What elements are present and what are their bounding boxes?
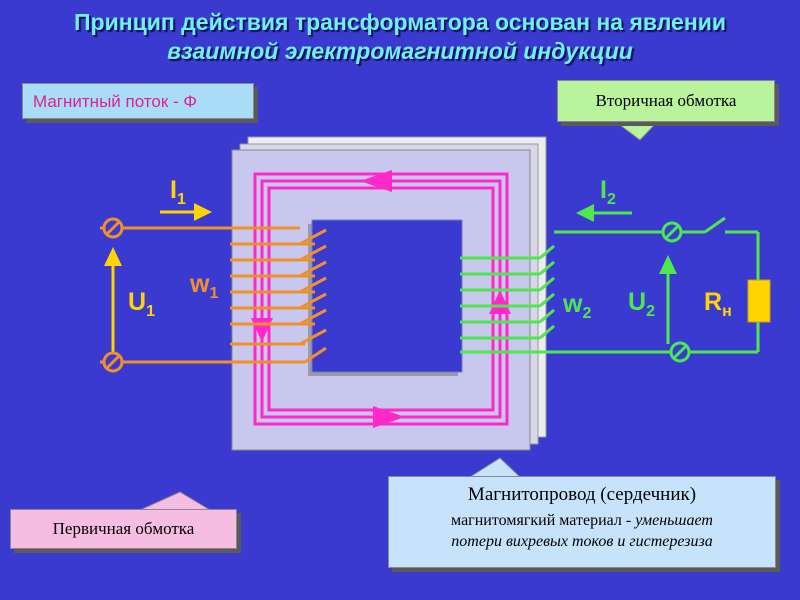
primary-winding xyxy=(100,226,327,364)
primary-current-arrow xyxy=(194,203,212,221)
core-callout-description: магнитомягкий материал - уменьшает потер… xyxy=(451,512,713,550)
core-callout-title: Магнитопровод (сердечник) xyxy=(467,484,697,505)
secondary-current-arrow xyxy=(576,204,594,222)
primary-terminals xyxy=(102,217,124,373)
core-window xyxy=(311,219,463,373)
label-w1: w1 xyxy=(190,270,219,302)
core-callout: Магнитопровод (сердечник) магнитомягкий … xyxy=(388,476,776,568)
title-line-2: взаимной электромагнитной индукции xyxy=(167,38,633,64)
secondary-winding-callout: Вторичная обмотка xyxy=(557,80,775,122)
title-line-1: Принцип действия трансформатора основан … xyxy=(74,9,726,35)
label-I2: I2 xyxy=(600,176,616,208)
secondary-winding xyxy=(460,216,760,354)
load-resistor xyxy=(747,279,771,323)
label-U2: U2 xyxy=(628,288,655,320)
secondary-terminals xyxy=(661,221,691,363)
label-I1: I1 xyxy=(170,176,186,208)
label-Rn: Rн xyxy=(704,288,732,320)
secondary-voltage-arrow xyxy=(659,255,677,274)
primary-winding-callout: Первичная обмотка xyxy=(10,509,237,549)
label-U1: U1 xyxy=(128,288,155,320)
primary-voltage-arrow xyxy=(104,247,122,266)
page-title: Принцип действия трансформатора основан … xyxy=(0,8,800,66)
label-w2: w2 xyxy=(563,290,592,322)
flux-callout: Магнитный поток - Φ xyxy=(22,83,254,119)
